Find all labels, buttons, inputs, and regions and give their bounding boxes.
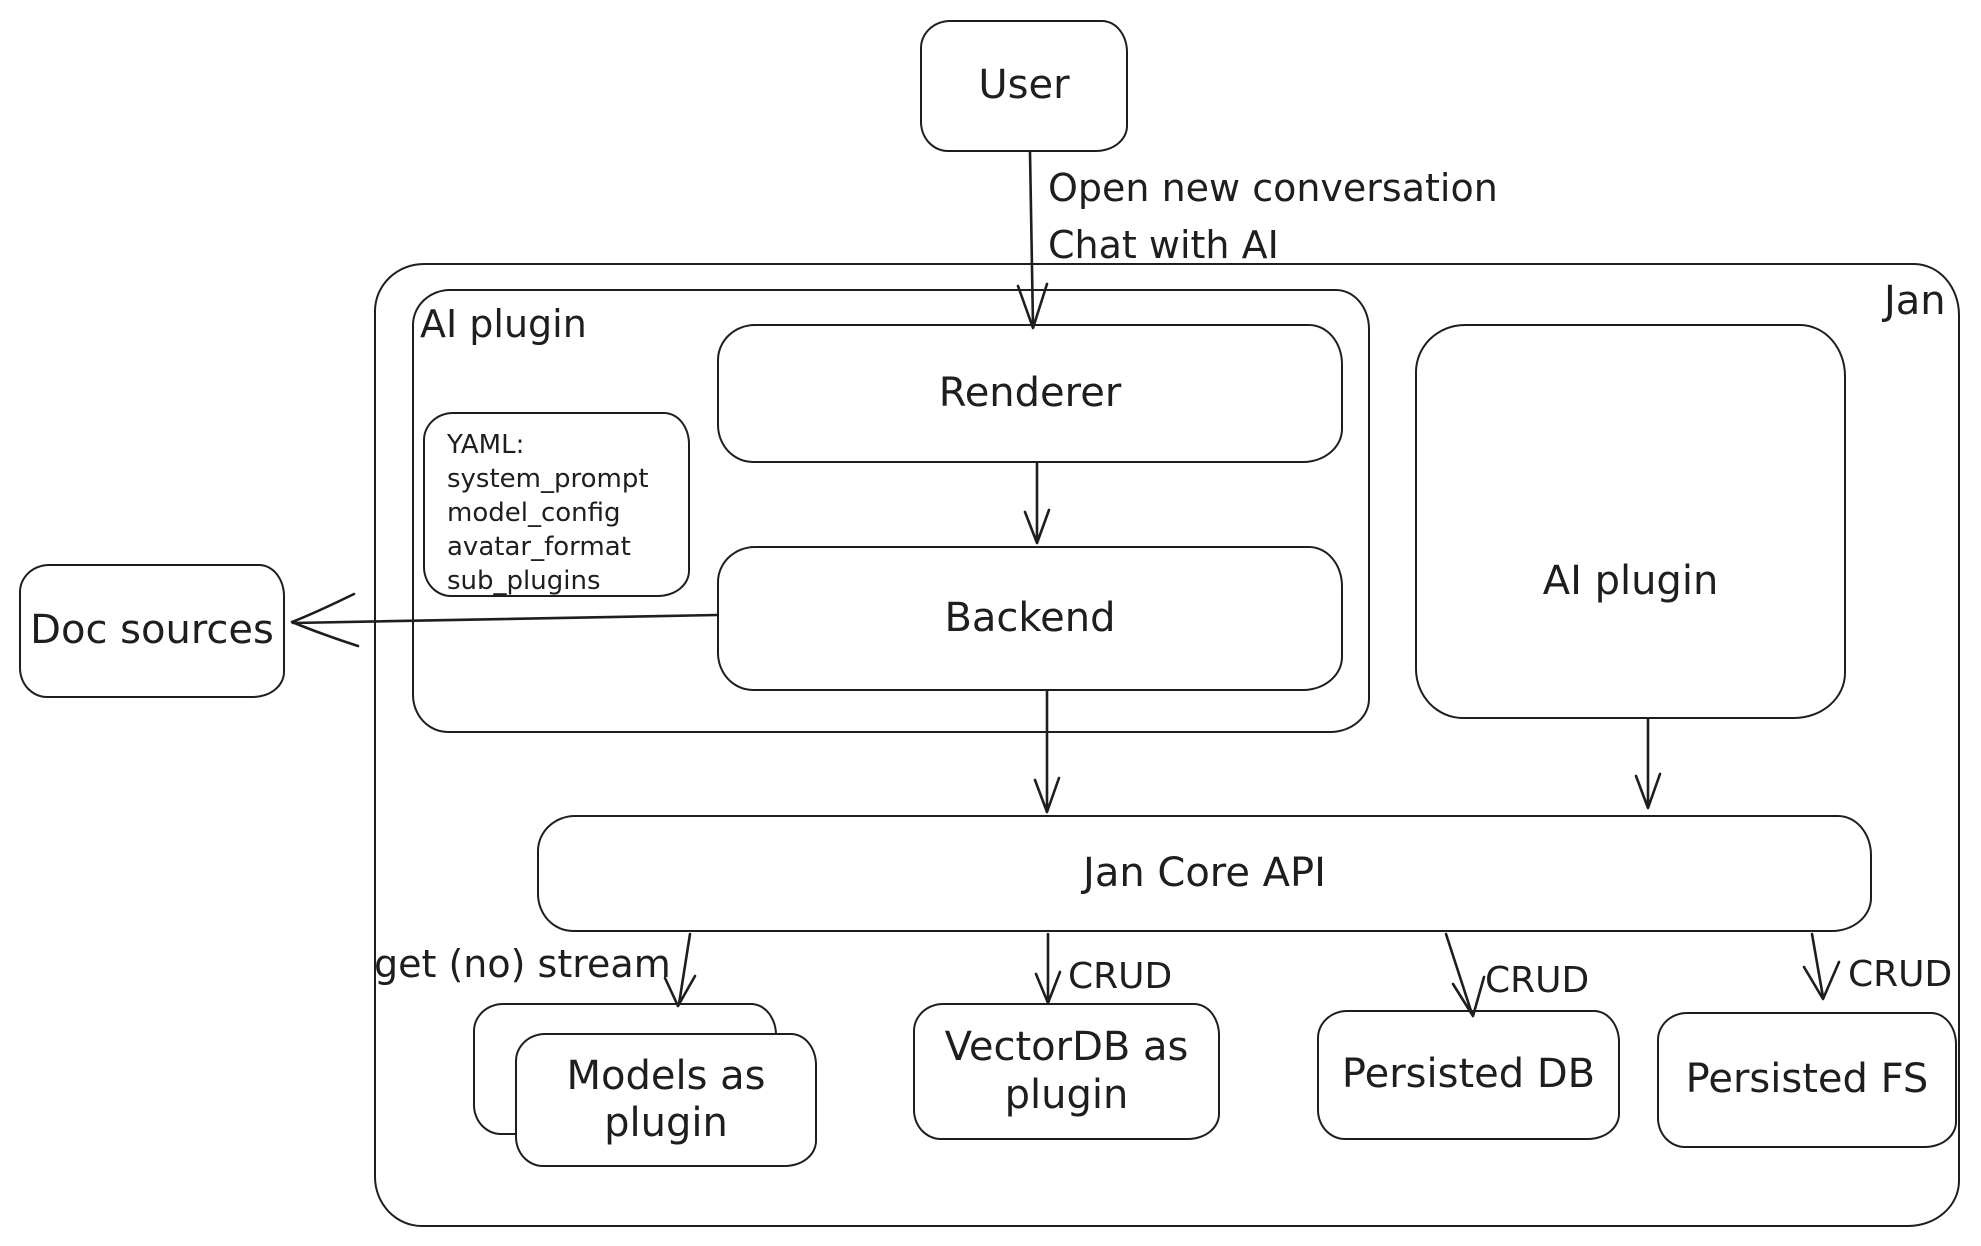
persisted-fs-label: Persisted FS [1685, 1056, 1929, 1103]
node-persisted-fs: Persisted FS [1657, 1012, 1957, 1148]
yaml-note-text: YAML: system_prompt model_config avatar_… [447, 430, 649, 596]
node-ai-plugin-right: AI plugin [1415, 324, 1846, 719]
ai-plugin-right-label: AI plugin [1542, 557, 1719, 604]
jan-core-api-label: Jan Core API [1083, 849, 1326, 896]
node-doc-sources: Doc sources [19, 564, 285, 698]
node-renderer: Renderer [717, 324, 1343, 463]
models-as-plugin-label: Models as plugin [566, 1052, 766, 1146]
crud-label-vectordb: CRUD [1068, 956, 1173, 997]
jan-container-label: Jan [1884, 278, 1946, 324]
node-jan-core-api: Jan Core API [537, 815, 1872, 932]
yaml-note-box: YAML: system_prompt model_config avatar_… [423, 412, 690, 597]
node-user: User [920, 20, 1128, 152]
get-no-stream-label: get (no) stream [374, 942, 671, 986]
persisted-db-label: Persisted DB [1341, 1051, 1596, 1098]
renderer-label: Renderer [938, 369, 1122, 416]
backend-label: Backend [944, 594, 1116, 641]
user-arrow-label: Open new conversation Chat with AI [1048, 166, 1498, 267]
ai-plugin-left-label: AI plugin [420, 302, 587, 346]
crud-label-persisted-fs: CRUD [1848, 954, 1953, 995]
ai-plugin-left-box [412, 289, 1370, 733]
node-vectordb-as-plugin: VectorDB as plugin [913, 1003, 1220, 1140]
node-persisted-db: Persisted DB [1317, 1010, 1620, 1140]
vectordb-as-plugin-label: VectorDB as plugin [944, 1024, 1189, 1118]
user-label: User [978, 62, 1070, 109]
node-models-as-plugin: Models as plugin [515, 1033, 817, 1167]
jan-container-box [374, 263, 1960, 1227]
doc-sources-label: Doc sources [30, 607, 274, 654]
crud-label-persisted-db: CRUD [1485, 960, 1590, 1001]
node-backend: Backend [717, 546, 1343, 691]
